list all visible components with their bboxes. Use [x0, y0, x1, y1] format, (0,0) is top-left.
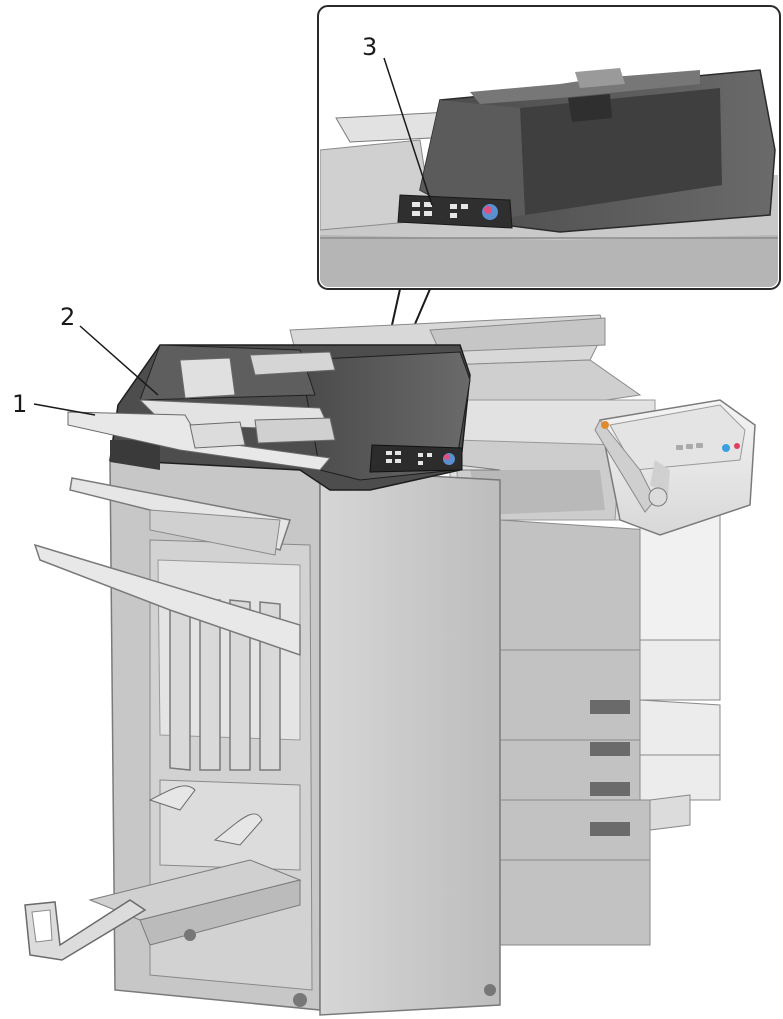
- top-dark-unit: [67, 344, 471, 491]
- callout-3: 3: [362, 33, 377, 61]
- copier-body: [289, 314, 721, 946]
- control-panel: [594, 399, 756, 536]
- operation-panel: [369, 444, 463, 473]
- callout-leaders: [33, 57, 433, 416]
- inset-operation-panel: [397, 194, 513, 229]
- main-machine: [24, 314, 756, 1016]
- callout-2: 2: [60, 303, 75, 331]
- finisher-unit: [24, 439, 501, 1016]
- output-tray-1: [67, 411, 336, 471]
- callout-1: 1: [12, 390, 27, 418]
- inset-detail: [317, 5, 781, 290]
- leader-1: [33, 403, 96, 416]
- leader-3: [383, 57, 433, 206]
- leader-2: [79, 325, 159, 396]
